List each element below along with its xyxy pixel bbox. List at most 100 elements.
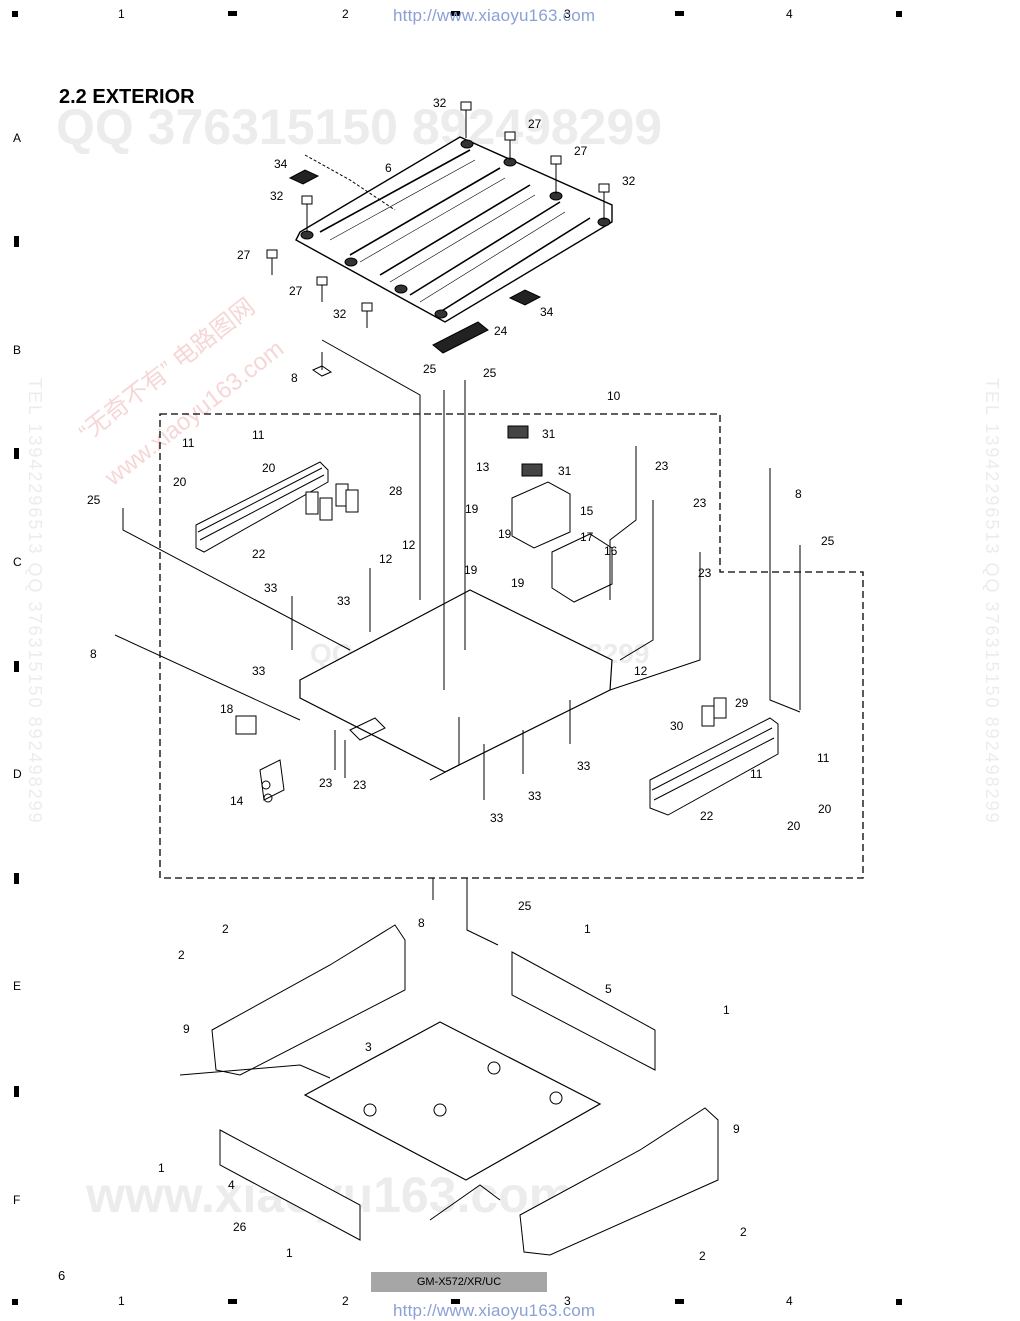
part-callout-25: 25 <box>518 899 532 913</box>
part-callout-19: 19 <box>464 563 478 577</box>
part-callout-30: 30 <box>670 719 684 733</box>
ruler-mark <box>675 11 684 16</box>
part-callout-12: 12 <box>634 664 648 678</box>
part-callout-33: 33 <box>528 789 542 803</box>
ruler-corner-mark <box>896 11 902 17</box>
part-callout-9: 9 <box>733 1122 740 1136</box>
part-callout-8: 8 <box>291 371 298 385</box>
part-callout-16: 16 <box>604 544 618 558</box>
ruler-mark <box>675 1299 684 1304</box>
part-callout-23: 23 <box>319 776 333 790</box>
part-callout-1: 1 <box>584 922 591 936</box>
column-number: 4 <box>786 7 793 21</box>
part-callout-4: 4 <box>228 1178 235 1192</box>
ruler-mark <box>228 1299 237 1304</box>
ruler-corner-mark <box>12 11 18 17</box>
part-callout-19: 19 <box>465 502 479 516</box>
column-number: 2 <box>342 1294 349 1308</box>
part-callout-27: 27 <box>289 284 303 298</box>
part-callout-33: 33 <box>337 594 351 608</box>
part-callout-33: 33 <box>264 581 278 595</box>
part-callout-2: 2 <box>699 1249 706 1263</box>
part-callout-10: 10 <box>607 389 621 403</box>
ruler-mark <box>228 11 237 16</box>
part-callout-31: 31 <box>542 427 556 441</box>
row-mark <box>14 236 19 247</box>
part-callout-27: 27 <box>528 117 542 131</box>
model-label: GM-X572/XR/UC <box>371 1272 547 1292</box>
row-letter: D <box>13 767 22 781</box>
column-number: 1 <box>118 7 125 21</box>
column-number: 3 <box>564 1294 571 1308</box>
column-number: 4 <box>786 1294 793 1308</box>
part-callout-6: 6 <box>385 161 392 175</box>
part-callout-2: 2 <box>740 1225 747 1239</box>
footer-url[interactable]: http://www.xiaoyu163.com <box>393 1301 596 1320</box>
part-callout-20: 20 <box>787 819 801 833</box>
part-callout-1: 1 <box>723 1003 730 1017</box>
part-callout-11: 11 <box>750 767 763 781</box>
ruler-corner-mark <box>896 1299 902 1305</box>
part-callout-22: 22 <box>700 809 714 823</box>
part-callout-23: 23 <box>693 496 707 510</box>
part-callout-33: 33 <box>252 664 266 678</box>
part-callout-32: 32 <box>333 307 347 321</box>
part-callout-5: 5 <box>605 982 612 996</box>
part-callout-31: 31 <box>558 464 572 478</box>
ruler-mark <box>451 11 460 16</box>
part-callout-29: 29 <box>735 696 749 710</box>
part-callout-32: 32 <box>433 96 447 110</box>
part-callout-1: 1 <box>286 1246 293 1260</box>
watermark-qq: QQ 376315150 892498299 <box>56 99 663 155</box>
part-callout-17: 17 <box>580 530 594 544</box>
row-letter: F <box>13 1193 21 1207</box>
part-callout-24: 24 <box>494 324 508 338</box>
part-callout-20: 20 <box>262 461 276 475</box>
row-mark <box>14 1086 19 1097</box>
part-callout-28: 28 <box>389 484 403 498</box>
part-callout-25: 25 <box>483 366 497 380</box>
column-number: 2 <box>342 7 349 21</box>
part-callout-25: 25 <box>821 534 835 548</box>
part-callout-32: 32 <box>270 189 284 203</box>
part-callout-22: 22 <box>252 547 266 561</box>
part-callout-8: 8 <box>90 647 97 661</box>
part-callout-23: 23 <box>698 566 712 580</box>
part-callout-19: 19 <box>511 576 525 590</box>
part-callout-25: 25 <box>423 362 437 376</box>
part-callout-8: 8 <box>418 916 425 930</box>
top-cover <box>288 136 613 377</box>
section-title: 2.2 EXTERIOR <box>59 86 195 108</box>
part-callout-15: 15 <box>580 504 594 518</box>
part-callout-18: 18 <box>220 702 234 716</box>
part-callout-33: 33 <box>577 759 591 773</box>
row-mark <box>14 448 19 459</box>
part-callout-12: 12 <box>402 538 416 552</box>
row-letter: A <box>13 131 22 145</box>
ruler-mark <box>451 1299 460 1304</box>
part-callout-23: 23 <box>655 459 669 473</box>
part-callout-13: 13 <box>476 460 490 474</box>
part-callout-27: 27 <box>574 144 588 158</box>
ruler-corner-mark <box>12 1299 18 1305</box>
part-callout-27: 27 <box>237 248 251 262</box>
part-callout-23: 23 <box>353 778 367 792</box>
part-callout-20: 20 <box>173 475 187 489</box>
part-callout-25: 25 <box>87 493 101 507</box>
row-mark <box>14 873 19 884</box>
part-callout-33: 33 <box>490 811 504 825</box>
part-callout-11: 11 <box>252 428 265 442</box>
part-callout-2: 2 <box>178 948 185 962</box>
row-letter: B <box>13 343 22 357</box>
header-url[interactable]: http://www.xiaoyu163.com <box>393 6 596 25</box>
part-callout-11: 11 <box>817 751 830 765</box>
part-callout-3: 3 <box>365 1040 372 1054</box>
part-callout-11: 11 <box>182 436 195 450</box>
part-callout-8: 8 <box>795 487 802 501</box>
part-callout-14: 14 <box>230 794 244 808</box>
part-callout-9: 9 <box>183 1022 190 1036</box>
column-number: 3 <box>564 7 571 21</box>
part-callout-2: 2 <box>222 922 229 936</box>
part-callout-26: 26 <box>233 1220 247 1234</box>
row-letter: E <box>13 979 22 993</box>
